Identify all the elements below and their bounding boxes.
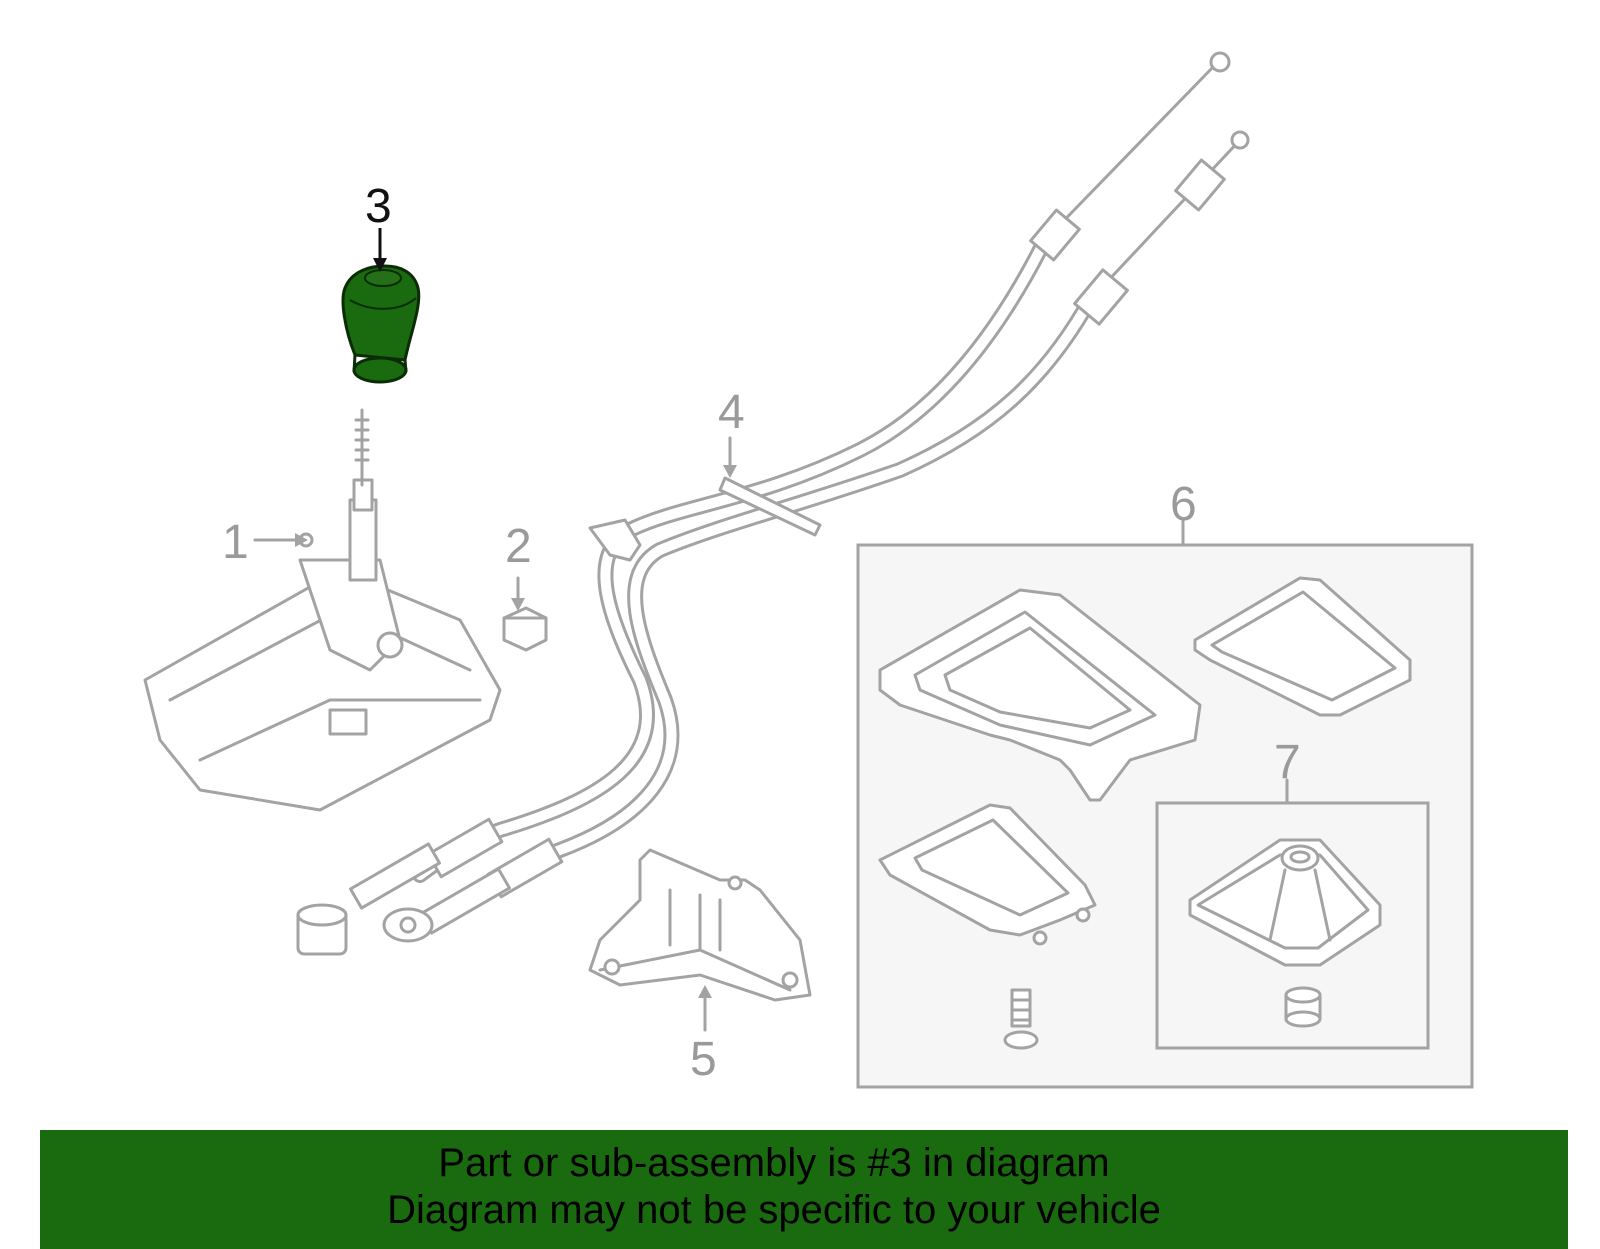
part-1-shifter (143, 408, 502, 812)
callout-4: 4 (718, 386, 745, 439)
callout-6: 6 (1170, 478, 1197, 531)
parts-diagram: 1 2 3 4 5 6 7 (143, 51, 1474, 1089)
banner-line-1: Part or sub-assembly is #3 in diagram (438, 1141, 1110, 1185)
screw (1003, 988, 1039, 1050)
part-2-nut (502, 606, 548, 652)
callout-2: 2 (505, 520, 532, 573)
shift-boot-7 (1188, 838, 1382, 967)
callout-arrows (253, 228, 737, 1032)
banner-line-2: Diagram may not be specific to your vehi… (387, 1188, 1161, 1232)
callout-3: 3 (365, 180, 392, 233)
info-banner: Part or sub-assembly is #3 in diagram Di… (40, 1130, 1568, 1249)
callout-5: 5 (690, 1033, 717, 1086)
trim-bezel-top-right (1193, 576, 1412, 717)
cable-ends (296, 817, 564, 956)
trim-bezel-large (878, 588, 1202, 802)
callout-7: 7 (1274, 736, 1301, 789)
shift-cables (412, 51, 1250, 903)
part-5-bracket (588, 848, 812, 1002)
grommet (1284, 986, 1322, 1028)
trim-bezel-bottom-left (878, 803, 1097, 946)
part-3-shift-knob (341, 264, 421, 384)
callout-1: 1 (222, 516, 249, 569)
